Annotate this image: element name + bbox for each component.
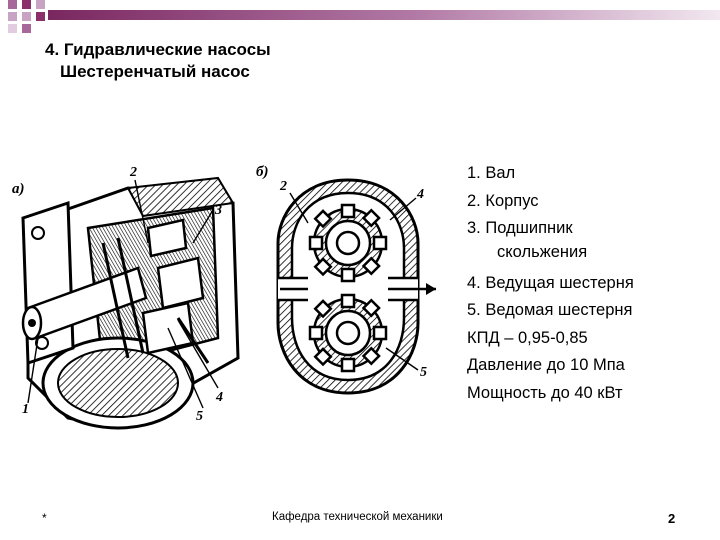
- title-line-2: Шестеренчатый насос: [60, 62, 250, 81]
- footer-department: Кафедра технической механики: [272, 511, 443, 523]
- pressure-text: Давление до 10 Мпа: [467, 356, 625, 374]
- power-text: Мощность до 40 кВт: [467, 383, 623, 402]
- figure-a: а) 2 3 4 5 1: [12, 165, 240, 430]
- figure-b-label: б): [256, 164, 268, 180]
- callout-b-5: 5: [420, 365, 427, 380]
- page-number: 2: [668, 511, 676, 526]
- callout-b-4: 4: [416, 187, 424, 202]
- header-decoration: [8, 0, 720, 33]
- callout-a-3: 3: [214, 203, 222, 218]
- spec-list: 1. Вал 2. Корпус 3. Подшипник скольжения…: [467, 160, 634, 407]
- callout-a-4: 4: [215, 390, 223, 405]
- list-item: 5. Ведомая шестерня: [467, 301, 633, 319]
- callout-a-5: 5: [196, 409, 203, 424]
- callout-a-1: 1: [22, 402, 29, 417]
- list-item: 2. Корпус: [467, 191, 539, 210]
- list-item: 3. Подшипник: [467, 219, 573, 237]
- title-line-1: 4. Гидравлические насосы: [45, 40, 271, 59]
- callout-b-2: 2: [279, 179, 287, 194]
- list-item: 4. Ведущая шестерня: [467, 273, 634, 292]
- figure-b: б) 2 4 5: [256, 164, 436, 395]
- slide-title: 4. Гидравлические насосы Шестеренчатый н…: [45, 39, 271, 83]
- gear-pump-drawing: а) 2 3 4 5 1: [12, 164, 436, 430]
- efficiency-text: КПД – 0,95-0,85: [467, 328, 588, 347]
- figure-a-label: а): [12, 181, 25, 197]
- callout-a-2: 2: [129, 165, 137, 180]
- list-item: 1. Вал: [467, 164, 516, 182]
- footer-date-placeholder: *: [42, 511, 47, 525]
- list-item-continuation: скольжения: [497, 242, 588, 261]
